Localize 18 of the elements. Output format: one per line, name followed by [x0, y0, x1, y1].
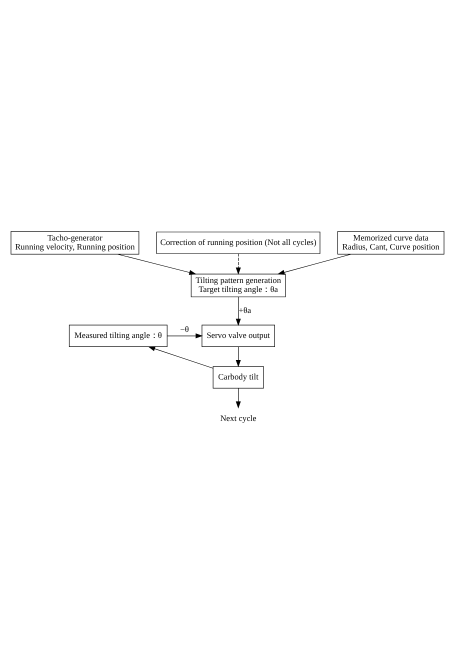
arrow: [148, 346, 214, 368]
arrow: [236, 388, 241, 408]
arrow: [117, 253, 196, 274]
node-text: Next cycle: [220, 414, 256, 423]
node-box: Correction of running position (Not all cycles): [156, 231, 320, 254]
node-box: Tilting pattern generation Target tilting angle：θa: [190, 273, 286, 297]
node-box: Servo valve output: [202, 324, 275, 347]
node-box: Memorized curve data Radius, Cant, Curve position: [337, 230, 444, 254]
node-box: Measured tilting angle：θ: [68, 324, 168, 347]
node-box: Carbody tilt: [212, 366, 264, 388]
arrow: [236, 346, 241, 367]
arrow: [236, 252, 241, 274]
arrow: [277, 253, 352, 274]
node-box: Tacho-generator Running velocity, Running position: [10, 230, 140, 254]
arrow: [236, 296, 241, 326]
edge-label: +θa: [238, 306, 252, 315]
arrow: [166, 332, 203, 338]
edge-label: −θ: [180, 324, 189, 334]
